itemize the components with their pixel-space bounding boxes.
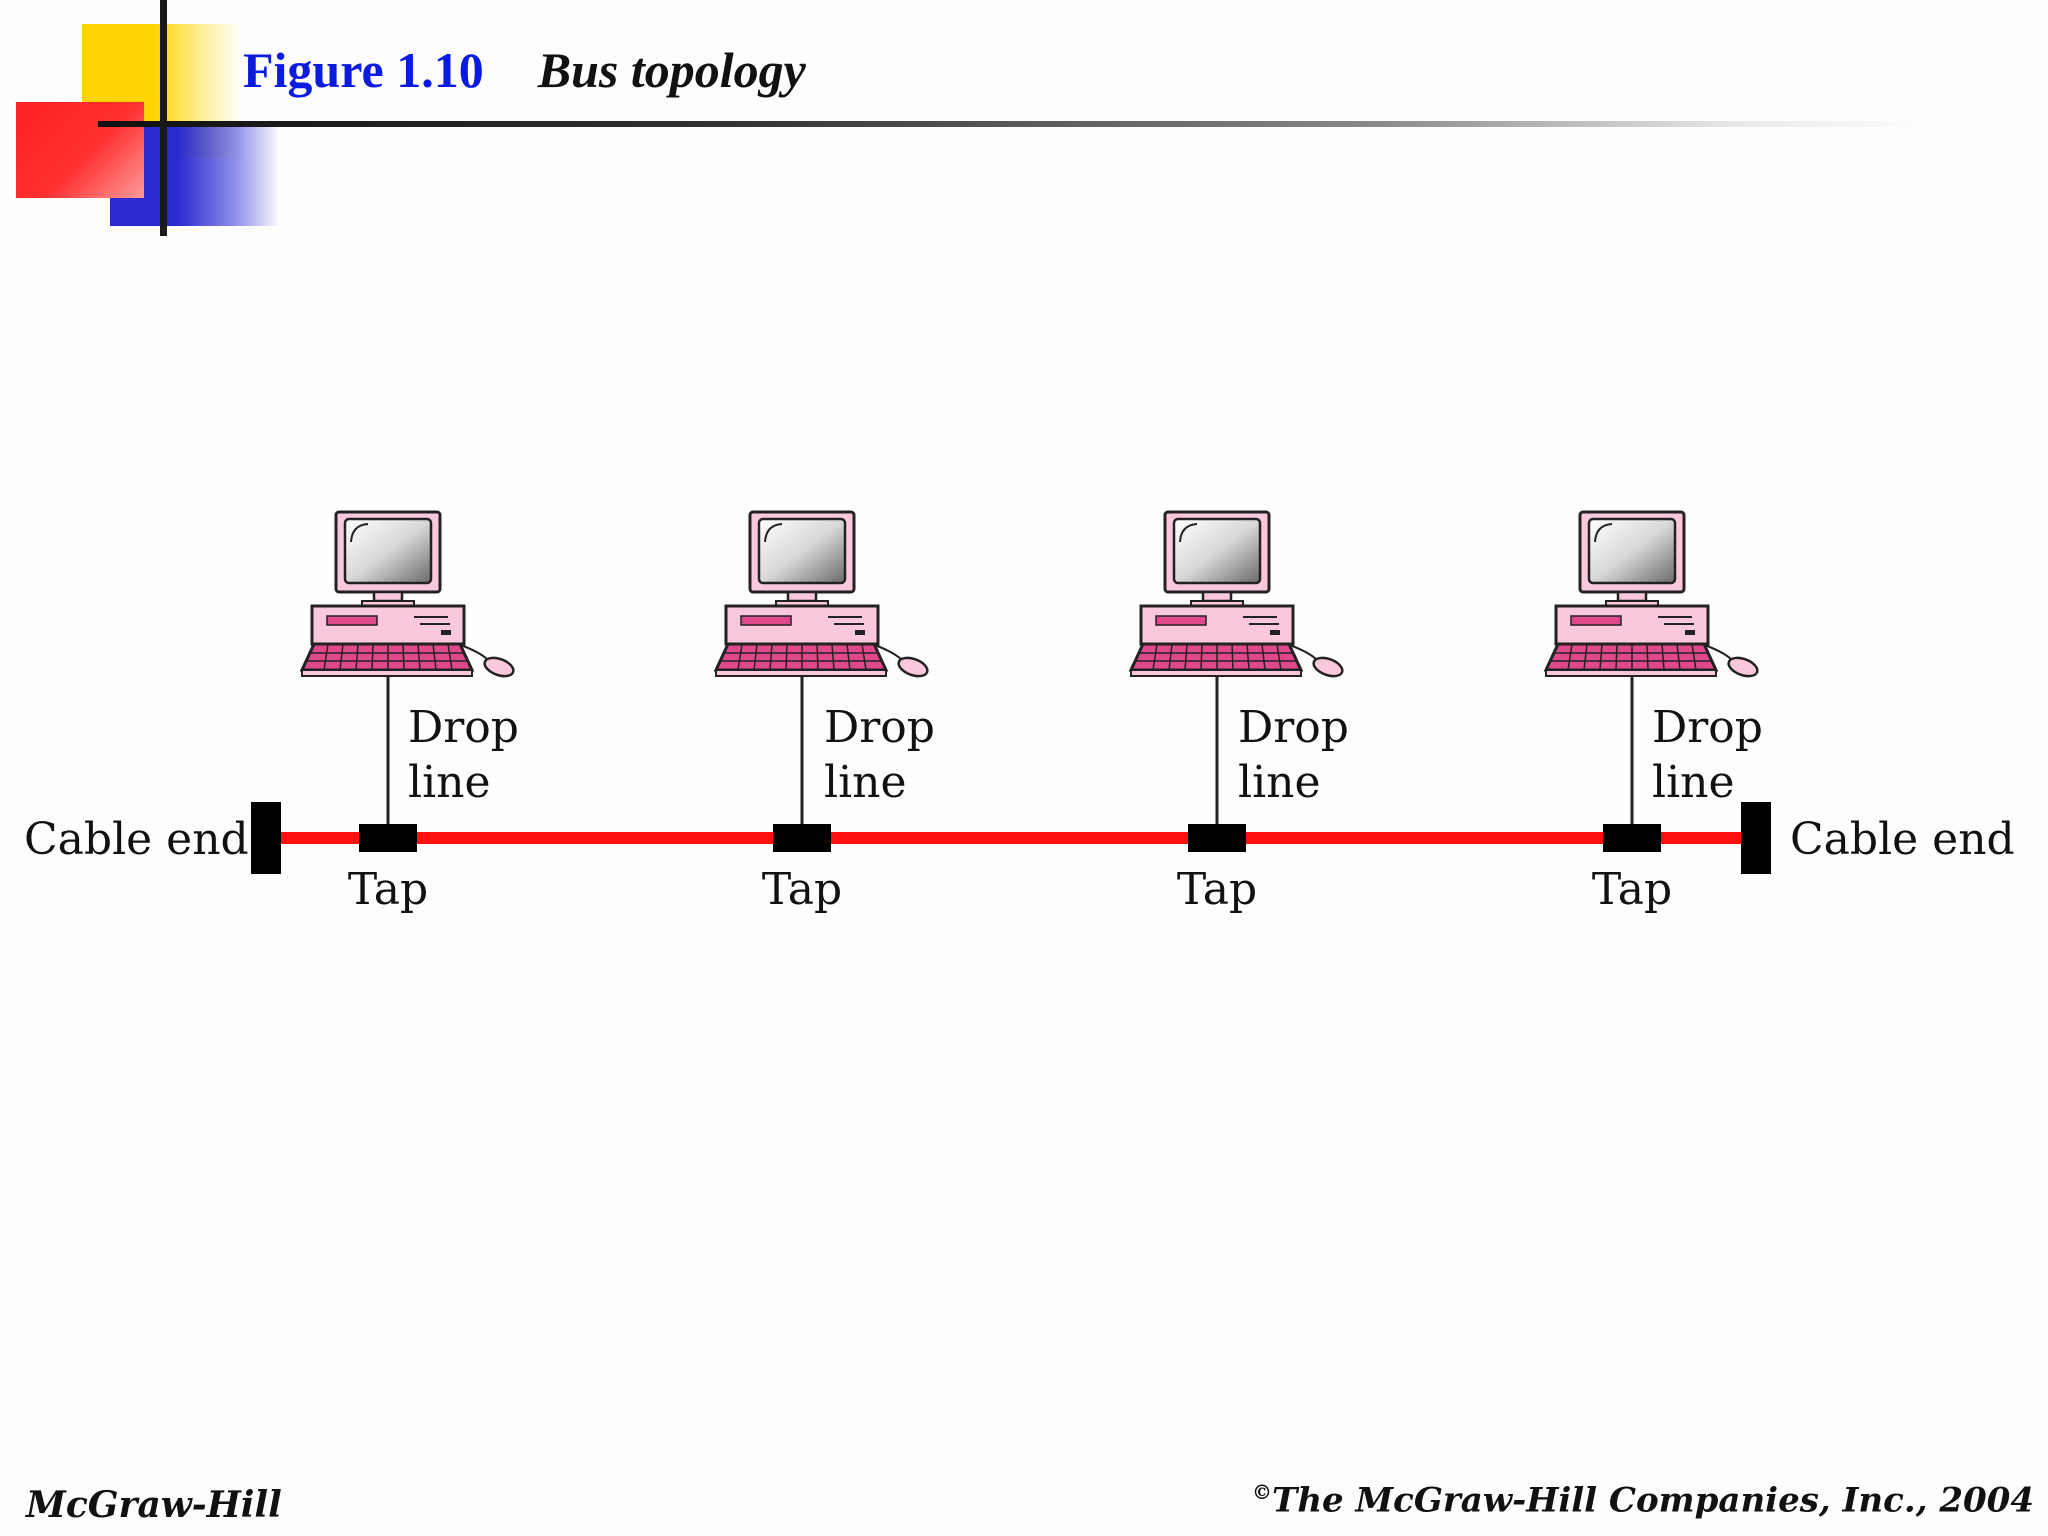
station-2: Drop line Tap — [714, 510, 935, 915]
copyright-footer: ©The McGraw-Hill Companies, Inc., 2004 — [1252, 1480, 2034, 1520]
station-3: Drop line Tap — [1129, 510, 1349, 915]
tap-label: Tap — [762, 864, 842, 915]
slide-header: Figure 1.10 Bus topology — [243, 30, 806, 110]
cable-end-label-right: Cable end — [1790, 814, 2015, 865]
drop-line-label-1: Drop — [1238, 702, 1349, 753]
computer-icon — [1129, 510, 1347, 682]
station-1: Drop line Tap — [300, 510, 519, 915]
drop-line-label-1: Drop — [408, 702, 519, 753]
drop-line-label-1: Drop — [824, 702, 935, 753]
computer-icon — [714, 510, 932, 682]
station-4: Drop line Tap — [1544, 510, 1763, 915]
tap-connector — [1603, 824, 1661, 852]
computer-icon — [1544, 510, 1762, 682]
copyright-symbol: © — [1252, 1480, 1273, 1504]
tap-label: Tap — [348, 864, 428, 915]
tap-connector — [773, 824, 831, 852]
decor-vertical-rule — [160, 0, 167, 236]
figure-title: Bus topology — [537, 42, 806, 98]
tap-label: Tap — [1177, 864, 1257, 915]
drop-line-label-2: line — [824, 757, 907, 808]
cable-end-terminator-right — [1741, 802, 1771, 874]
tap-connector — [359, 824, 417, 852]
cable-end-terminator-left — [251, 802, 281, 874]
tap-label: Tap — [1592, 864, 1672, 915]
drop-line-label-2: line — [1652, 757, 1735, 808]
cable-end-label-left: Cable end — [24, 814, 249, 865]
tap-connector — [1188, 824, 1246, 852]
publisher-footer: McGraw-Hill — [26, 1484, 282, 1526]
decor-red-square — [16, 102, 144, 198]
drop-line-label-2: line — [408, 757, 491, 808]
figure-label: Figure 1.10 — [243, 42, 484, 98]
drop-line-label-1: Drop — [1652, 702, 1763, 753]
title-rule — [98, 121, 1918, 127]
computer-icon — [300, 510, 518, 682]
copyright-text: The McGraw-Hill Companies, Inc., 2004 — [1272, 1480, 2034, 1521]
drop-line-label-2: line — [1238, 757, 1321, 808]
